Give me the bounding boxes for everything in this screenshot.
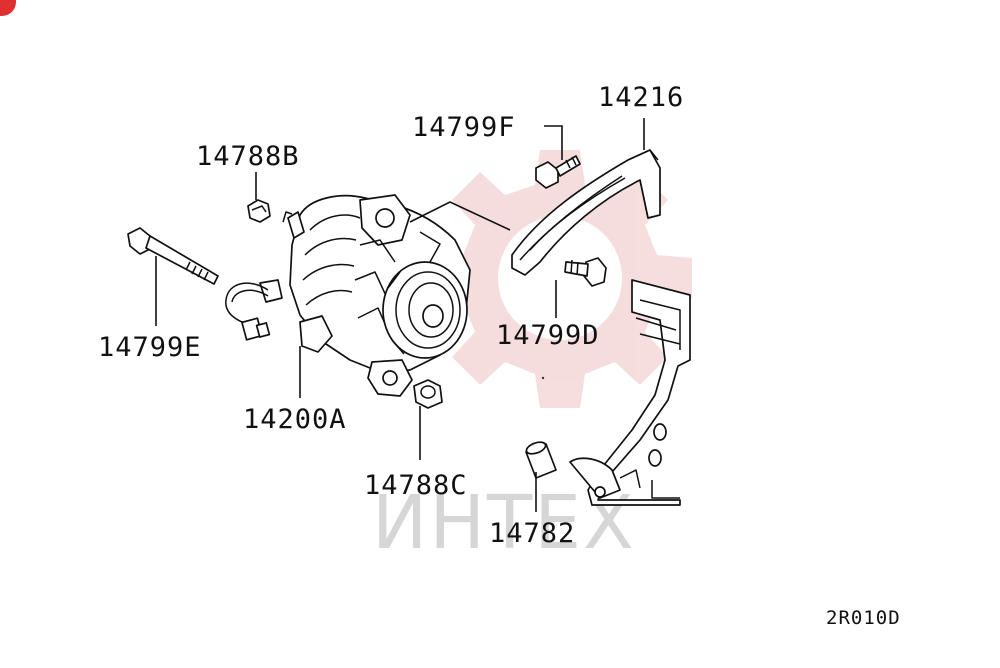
sleeve-14782 (525, 441, 557, 479)
nut-14788c (413, 379, 443, 409)
adjusting-bar-14216 (511, 149, 661, 276)
diagram-code: 2R010D (826, 607, 901, 629)
bolt-14799f (535, 155, 581, 189)
leader-belt (409, 201, 511, 231)
label-14788c: 14788C (364, 470, 468, 501)
nut-14788b (247, 199, 271, 223)
bolt-14799d (564, 257, 607, 287)
alternator-bracket (569, 279, 691, 506)
label-14216: 14216 (598, 82, 684, 113)
label-14799e: 14799E (98, 332, 202, 363)
label-14200a: 14200A (243, 404, 347, 435)
label-14788b: 14788B (196, 141, 300, 172)
leader-14799f (544, 125, 563, 160)
wire-harness (225, 282, 269, 326)
label-14782: 14782 (489, 518, 575, 549)
corner-badge-icon (0, 0, 16, 16)
label-14799f: 14799F (412, 112, 516, 143)
label-14799d: 14799D (496, 320, 600, 351)
bolt-14799e (127, 227, 219, 285)
alternator (259, 194, 471, 397)
